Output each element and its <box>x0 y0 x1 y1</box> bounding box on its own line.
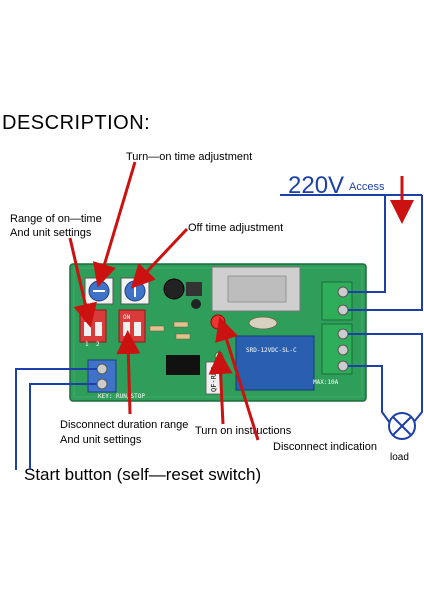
dip-num-1b: 2 <box>96 341 100 348</box>
on-time-range-line1: Range of on—time <box>10 213 102 225</box>
arrow-disconnect-range <box>116 330 141 415</box>
turn-on-time-label: Turn—on time adjustment <box>126 151 253 163</box>
relay-model-text: SRD-12VDC-SL-C <box>246 347 297 354</box>
max-rating-text: MAX:10A <box>313 379 339 386</box>
resistor-3 <box>175 333 191 340</box>
power-terminal-block <box>321 281 353 321</box>
relay <box>235 335 315 391</box>
load-label: load <box>390 452 409 463</box>
power-wire-1 <box>280 194 386 293</box>
arrow-turn-on-time <box>92 161 137 288</box>
resistor-2 <box>173 321 189 328</box>
disconnect-range-line2: And unit settings <box>60 434 142 446</box>
model-code-text: QF-RD7 <box>210 367 218 392</box>
disconnect-indication-label: Disconnect indication <box>273 441 377 453</box>
resistor-1 <box>149 325 165 332</box>
power-wire-2 <box>348 195 423 311</box>
capacitor <box>163 278 185 300</box>
arrow-turn-on-instructions <box>208 350 233 425</box>
load-lamp-icon <box>388 412 416 440</box>
load-terminal-block <box>321 323 353 375</box>
start-button-label: Start button (self—reset switch) <box>24 465 262 484</box>
regulator <box>186 282 202 296</box>
access-label: Access <box>349 181 385 193</box>
arrow-disconnect-indication <box>215 316 260 441</box>
dip-on-text-2: ON <box>123 314 131 321</box>
fuse-resistor <box>248 316 278 330</box>
load-wire-1 <box>348 333 423 424</box>
turn-on-led <box>214 351 224 361</box>
arrow-on-time-range <box>68 237 97 328</box>
page-heading: DESCRIPTION: <box>2 112 151 134</box>
key-terminal-block <box>87 359 117 393</box>
start-wire-2 <box>29 383 97 470</box>
on-time-potentiometer <box>84 277 114 305</box>
voltage-label: 220V <box>288 172 345 199</box>
turn-on-instructions-label: Turn on instructions <box>195 425 292 437</box>
small-capacitor <box>191 299 201 309</box>
disconnect-range-line1: Disconnect duration range <box>60 419 189 431</box>
disconnect-range-label: Disconnect duration range And unit setti… <box>60 418 188 448</box>
off-time-label: Off time adjustment <box>188 222 284 234</box>
start-wire-1 <box>15 368 97 470</box>
key-label-text: KEY: RUN/STOP <box>98 393 145 400</box>
on-time-range-label: Range of on—time And unit settings <box>10 212 102 240</box>
on-time-range-line2: And unit settings <box>10 227 92 239</box>
timer-ic <box>166 355 200 375</box>
disconnect-led <box>210 314 226 330</box>
arrow-off-time <box>130 227 189 289</box>
load-wire-2 <box>348 365 391 424</box>
off-time-potentiometer <box>120 277 150 305</box>
dip-num-1a: 1 <box>85 341 89 348</box>
